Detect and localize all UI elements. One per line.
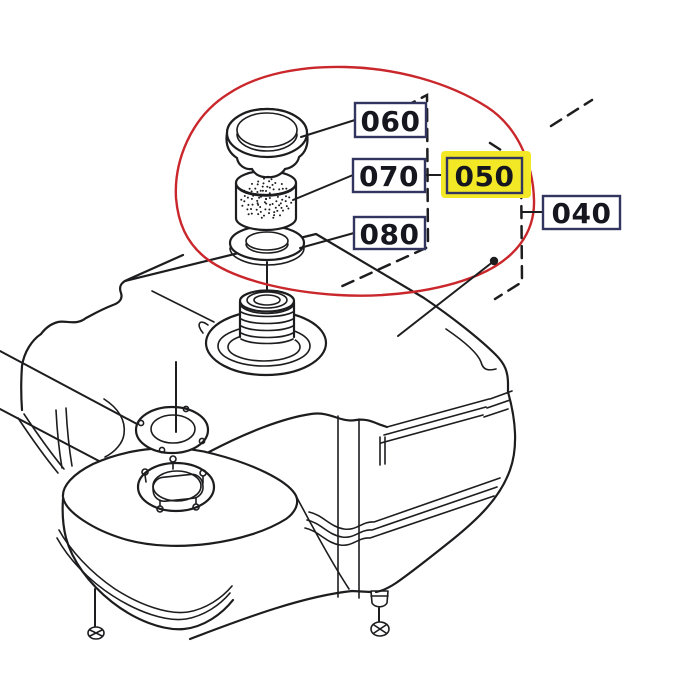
seam-band-2: [383, 406, 487, 436]
subtank-right-edge: [294, 493, 350, 590]
tank-left-face: [20, 332, 43, 412]
neck-threads: [240, 311, 294, 345]
lower-band-2: [306, 486, 498, 539]
subtank-bottom: [61, 497, 235, 631]
leader-060: [300, 119, 356, 138]
left-strap-outer: [17, 417, 59, 474]
stray-dash-top-right: [549, 98, 594, 128]
callout-060-label[interactable]: 060: [361, 105, 421, 138]
ring-screws: [141, 455, 207, 513]
callout-050-highlighted[interactable]: 050: [441, 151, 531, 198]
lower-sender-ring: [136, 455, 216, 513]
callout-040[interactable]: 040: [541, 194, 622, 231]
left-bracket: [336, 92, 430, 290]
tank-inner-ridge: [151, 290, 215, 323]
left-face-line-a: [55, 409, 63, 469]
left-strap-inner: [23, 413, 65, 470]
callout-080[interactable]: 080: [352, 215, 427, 251]
top-face-front-edge: [207, 412, 389, 454]
seam-band-1: [386, 398, 490, 428]
exploded-parts-drawing: [225, 107, 309, 266]
left-face-line-b: [65, 407, 73, 467]
shoulder-hook: [445, 328, 497, 371]
callout-050-label[interactable]: 050: [455, 160, 515, 193]
callout-050-highlight: [441, 151, 531, 198]
strainer-drawing: [234, 169, 298, 232]
bottom-left-screw: [87, 588, 105, 640]
boss-tail: [198, 321, 209, 334]
subtank-band-1: [58, 529, 233, 614]
strainer-dots: [240, 177, 293, 219]
tank-right-face: [374, 390, 517, 594]
tank-top-left-edge: [39, 253, 185, 336]
grommet-drawing: [228, 224, 306, 266]
group-brackets: [336, 92, 594, 301]
callout-080-label[interactable]: 080: [360, 218, 420, 251]
drain-plug: [370, 590, 390, 637]
tank-bottom-edge: [188, 589, 373, 641]
callout-070-label[interactable]: 070: [359, 160, 419, 193]
fuel-cap-drawing: [225, 107, 309, 179]
neck-opening: [253, 294, 281, 306]
neck-rim-inner: [246, 291, 288, 309]
callout-040-label[interactable]: 040: [552, 197, 612, 230]
front-left-arc: [103, 398, 126, 458]
callout-070[interactable]: 070: [351, 157, 427, 194]
leader-070: [292, 174, 354, 201]
neck-walls: [238, 300, 296, 339]
tank-body-drawing: [0, 232, 517, 641]
highlight-ellipse: [174, 65, 536, 297]
group-pointer: [397, 256, 499, 337]
lower-band-1: [308, 477, 501, 531]
tank-top-ridge: [123, 232, 510, 394]
right-bracket: [488, 141, 524, 301]
shoulder-stack-3: [483, 408, 509, 418]
seam-band-3: [380, 414, 484, 444]
callouts: 060 070 080 050 040: [292, 101, 622, 251]
callout-060[interactable]: 060: [353, 101, 428, 139]
filler-neck-drawing: [198, 261, 328, 377]
neck-rim-second: [239, 302, 295, 315]
shoulder-stack-2: [486, 399, 511, 409]
upper-sender-ring: [134, 361, 210, 455]
leader-080: [299, 232, 355, 249]
subtank-band-2: [56, 537, 231, 621]
